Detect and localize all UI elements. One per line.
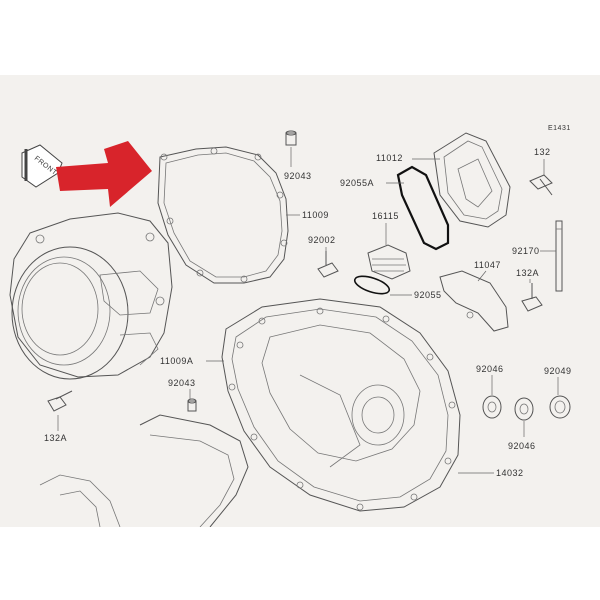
bushing-92046-a	[482, 395, 502, 419]
label-92046-bottom: 92046	[508, 441, 536, 451]
clutch-cover-14032	[221, 298, 461, 512]
oil-screen-16115	[367, 244, 411, 280]
o-ring-92055A	[396, 165, 450, 251]
label-92055A: 92055A	[340, 178, 374, 188]
front-direction-marker: FRONT	[21, 144, 63, 188]
red-arrow-icon	[56, 141, 152, 207]
dowel-pin-92043-left	[187, 398, 197, 412]
bushing-92046-b	[514, 397, 534, 421]
label-132-top: 132	[534, 147, 551, 157]
generator-cover	[9, 212, 173, 380]
bolt-132A-left	[47, 390, 73, 412]
label-14032: 14032	[496, 468, 524, 478]
oil-seal-92049	[549, 395, 571, 419]
bolt-92002	[317, 251, 339, 278]
exploded-parts-diagram: E1431 FRONT	[9, 125, 572, 527]
rod-92170	[555, 220, 563, 292]
label-11047: 11047	[474, 260, 501, 270]
gasket-11009	[157, 146, 289, 284]
label-92043-left: 92043	[168, 378, 196, 388]
label-16115: 16115	[372, 211, 399, 221]
bolt-132-top	[529, 174, 553, 196]
parts-diagram-sheet: E1431 FRONT	[0, 75, 600, 527]
bolt-132A-right	[521, 283, 543, 312]
sheet-code: E1431	[548, 125, 571, 132]
dowel-pin-92043-top	[285, 130, 297, 146]
label-92049: 92049	[544, 366, 572, 376]
plate-11047	[439, 270, 509, 332]
label-92170: 92170	[512, 246, 540, 256]
label-132A-right: 132A	[516, 268, 539, 278]
label-11012: 11012	[376, 153, 403, 163]
o-ring-92055	[353, 275, 391, 295]
crankcase-section	[39, 414, 249, 527]
leader-lines	[57, 147, 559, 474]
label-92046-top: 92046	[476, 364, 504, 374]
label-92043-top: 92043	[284, 171, 312, 181]
cover-11012	[433, 132, 511, 228]
label-11009A: 11009A	[160, 356, 193, 366]
label-132A-left: 132A	[44, 433, 67, 443]
label-11009: 11009	[302, 210, 329, 220]
label-92055: 92055	[414, 290, 442, 300]
label-92002: 92002	[308, 235, 336, 245]
